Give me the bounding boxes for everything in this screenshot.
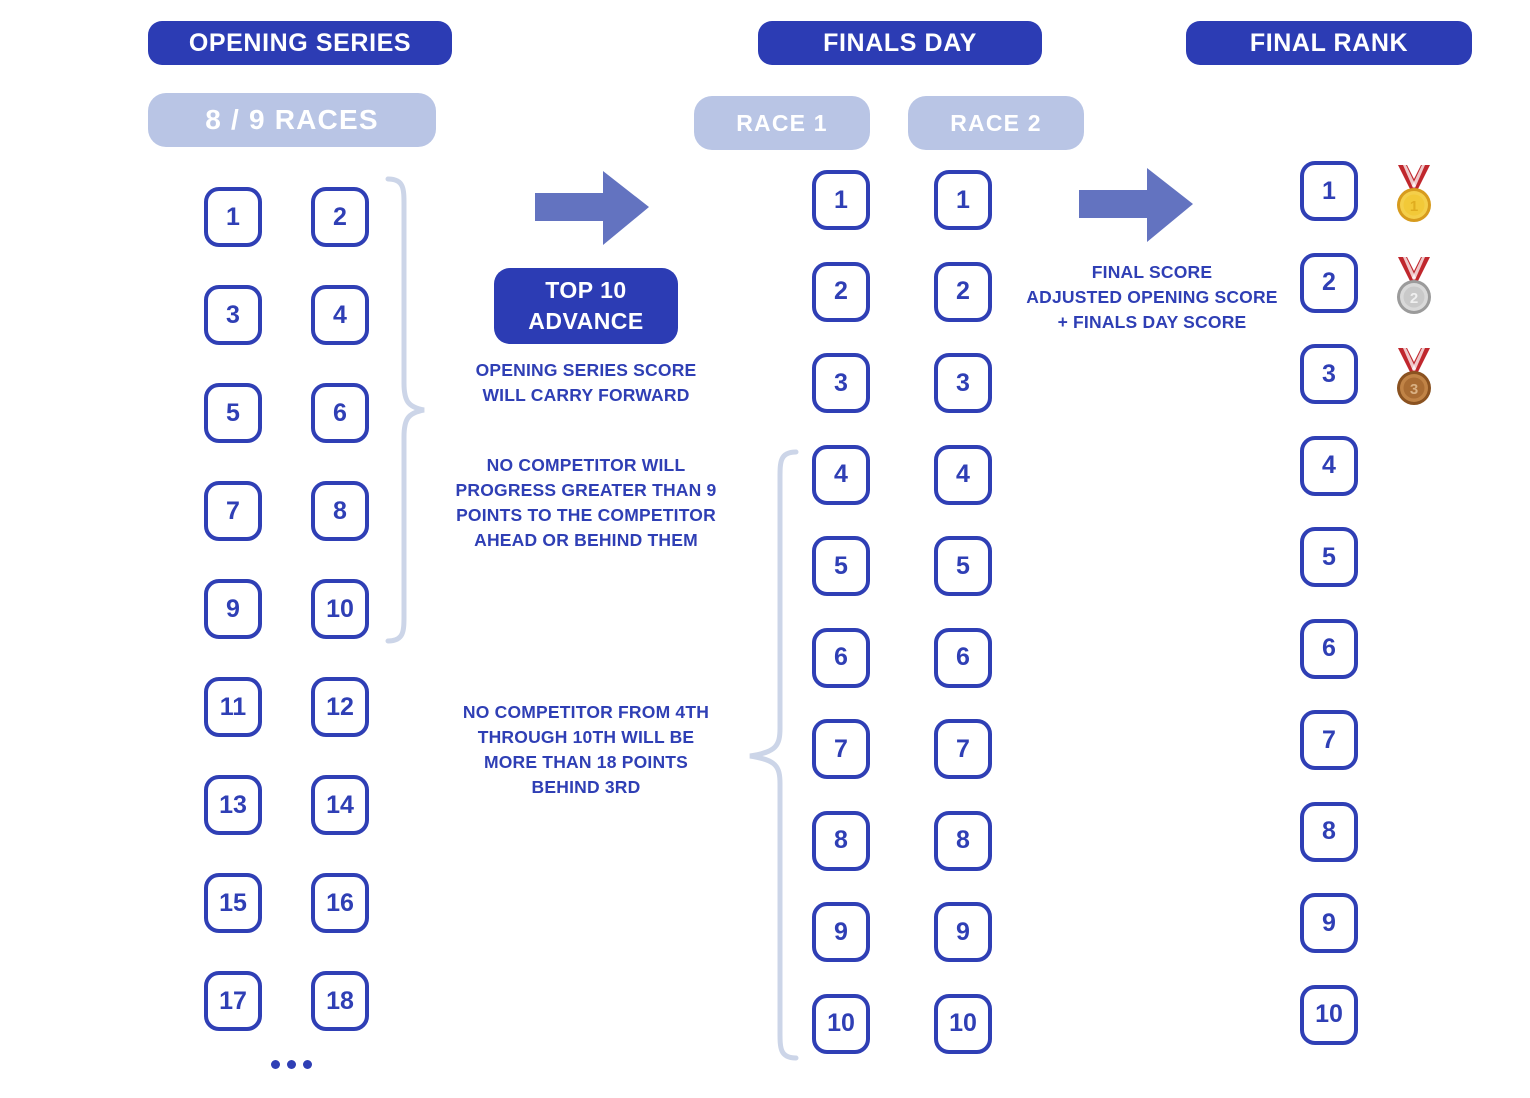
- opening-series-box-9: 9: [204, 579, 262, 639]
- top-10-advance-line1: TOP 10: [545, 277, 627, 303]
- opening-series-box-2: 2: [311, 187, 369, 247]
- opening-series-box-10: 10: [311, 579, 369, 639]
- opening-series-box-7: 7: [204, 481, 262, 541]
- brace-finals-icon: [744, 448, 804, 1062]
- race-2-box-8: 8: [934, 810, 992, 871]
- header-opening-series: OPENING SERIES: [148, 21, 452, 65]
- final-rank-box-1: 1: [1300, 161, 1358, 221]
- race-2-box-3: 3: [934, 353, 992, 413]
- final-rank-box-8: 8: [1300, 801, 1358, 862]
- opening-series-box-6: 6: [311, 383, 369, 443]
- race-2-box-2: 2: [934, 261, 992, 322]
- race-1-box-5: 5: [812, 536, 870, 596]
- race-2-box-10: 10: [934, 993, 992, 1054]
- note-eighteen-points: NO COMPETITOR FROM 4TH THROUGH 10TH WILL…: [462, 702, 710, 797]
- bronze-medal-icon: 3: [1385, 346, 1443, 408]
- opening-series-box-13: 13: [204, 775, 262, 835]
- race-1-box-7: 7: [812, 719, 870, 779]
- race-2-box-5: 5: [934, 536, 992, 596]
- final-rank-box-10: 10: [1300, 984, 1358, 1045]
- final-rank-box-6: 6: [1300, 618, 1358, 679]
- silver-medal-icon: 2: [1385, 255, 1443, 317]
- subheader-races-count: 8 / 9 RACES: [148, 93, 436, 147]
- race-1-box-1: 1: [812, 170, 870, 230]
- top-10-advance-line2: ADVANCE: [528, 308, 644, 334]
- race-1-box-2: 2: [812, 261, 870, 322]
- race-1-box-8: 8: [812, 810, 870, 871]
- opening-series-box-14: 14: [311, 775, 369, 835]
- opening-series-box-18: 18: [311, 971, 369, 1031]
- opening-series-box-16: 16: [311, 873, 369, 933]
- final-rank-box-5: 5: [1300, 527, 1358, 587]
- svg-text:1: 1: [1410, 198, 1418, 215]
- opening-series-box-17: 17: [204, 971, 262, 1031]
- header-finals-day: FINALS DAY: [758, 21, 1042, 65]
- final-rank-box-9: 9: [1300, 893, 1358, 953]
- note-nine-points: NO COMPETITOR WILL PROGRESS GREATER THAN…: [455, 455, 717, 550]
- top-10-advance-badge: TOP 10 ADVANCE: [494, 268, 678, 344]
- opening-series-continuation-dots: [271, 1060, 312, 1069]
- race-2-label: RACE 2: [908, 96, 1084, 150]
- svg-text:2: 2: [1410, 290, 1418, 307]
- opening-series-box-1: 1: [204, 187, 262, 247]
- opening-series-box-11: 11: [204, 677, 262, 737]
- race-2-box-1: 1: [934, 170, 992, 230]
- gold-medal-icon: 1: [1385, 163, 1443, 225]
- race-1-label: RACE 1: [694, 96, 870, 150]
- final-rank-box-7: 7: [1300, 710, 1358, 770]
- svg-text:3: 3: [1410, 381, 1418, 398]
- final-rank-box-2: 2: [1300, 252, 1358, 313]
- opening-series-box-15: 15: [204, 873, 262, 933]
- race-2-box-9: 9: [934, 902, 992, 962]
- opening-series-box-4: 4: [311, 285, 369, 345]
- opening-series-box-3: 3: [204, 285, 262, 345]
- race-1-box-10: 10: [812, 993, 870, 1054]
- brace-top10-icon: [378, 175, 430, 645]
- opening-series-box-12: 12: [311, 677, 369, 737]
- note-carry-forward: OPENING SERIES SCORE WILL CARRY FORWARD: [475, 360, 697, 405]
- race-1-box-3: 3: [812, 353, 870, 413]
- race-2-box-6: 6: [934, 627, 992, 688]
- race-2-box-4: 4: [934, 444, 992, 505]
- opening-series-box-5: 5: [204, 383, 262, 443]
- race-1-box-4: 4: [812, 444, 870, 505]
- final-rank-box-4: 4: [1300, 435, 1358, 496]
- race-1-box-6: 6: [812, 627, 870, 688]
- arrow-final-icon: [1077, 166, 1195, 246]
- arrow-advance-icon: [533, 169, 651, 249]
- opening-series-box-8: 8: [311, 481, 369, 541]
- race-2-box-7: 7: [934, 719, 992, 779]
- race-1-box-9: 9: [812, 902, 870, 962]
- final-rank-box-3: 3: [1300, 344, 1358, 404]
- header-final-rank: FINAL RANK: [1186, 21, 1472, 65]
- note-final-score: FINAL SCORE ADJUSTED OPENING SCORE + FIN…: [1026, 262, 1278, 332]
